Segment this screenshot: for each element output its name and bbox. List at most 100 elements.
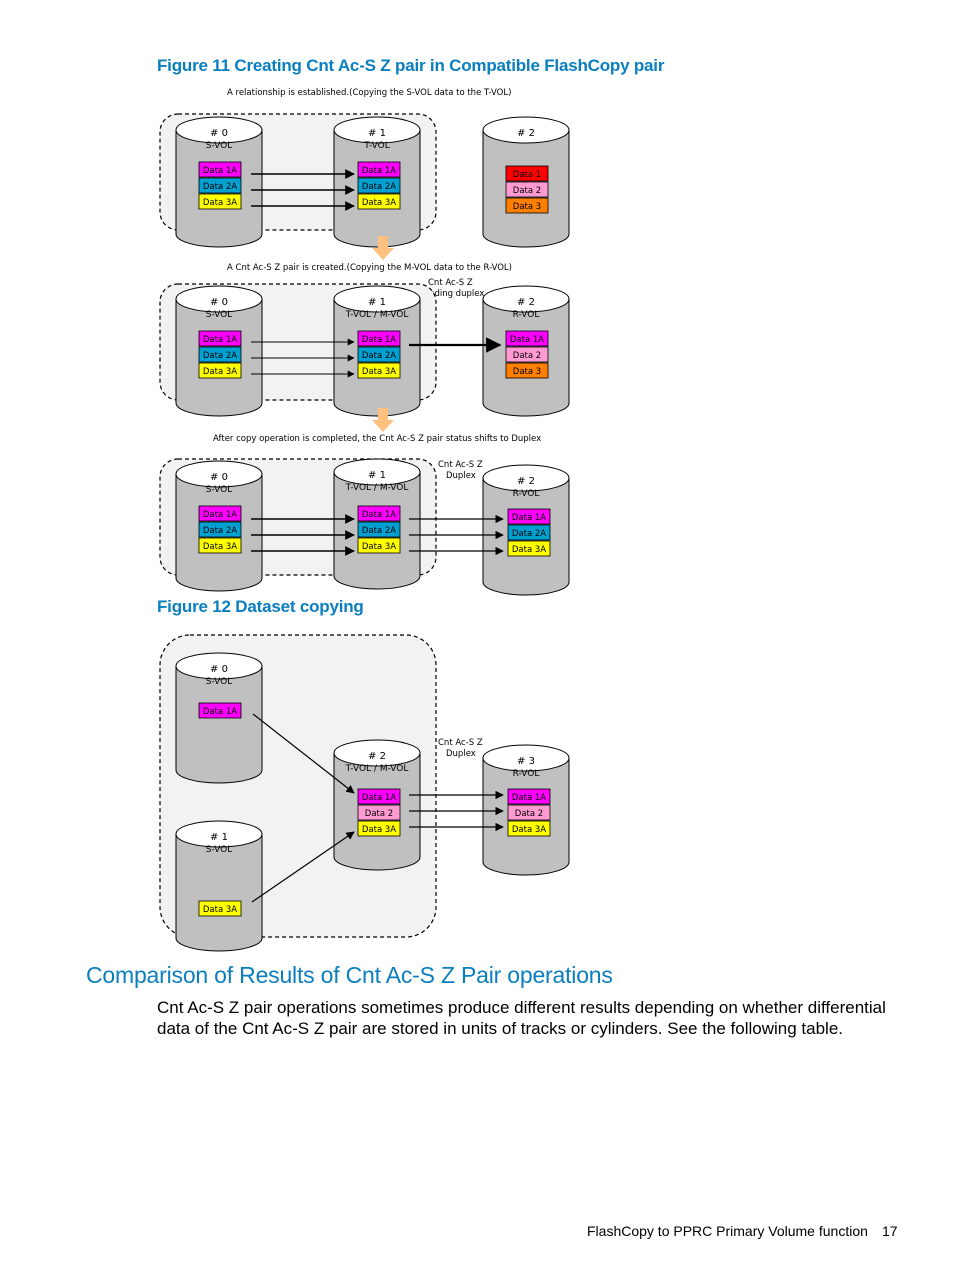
volume-number: # 1 bbox=[368, 297, 386, 308]
mvol-data-block bbox=[357, 362, 401, 379]
data-block-label: Data 3A bbox=[203, 198, 237, 208]
cylinder-body bbox=[175, 833, 263, 952]
copy-arrow-dataset bbox=[251, 831, 355, 903]
volume-number: # 3 bbox=[517, 756, 535, 767]
volume-number: # 2 bbox=[517, 476, 535, 487]
cylinder-top bbox=[482, 285, 570, 313]
volume-name: R-VOL bbox=[513, 769, 540, 779]
section-body: Cnt Ac-S Z pair operations sometimes pro… bbox=[157, 998, 886, 1038]
vol-1-svol: # 1S-VOL bbox=[175, 820, 263, 952]
vol2-old-data-block bbox=[505, 181, 549, 198]
data-block-label: Data 3A bbox=[203, 542, 237, 552]
data-block-label: Data 2 bbox=[515, 809, 543, 819]
page-number: 17 bbox=[882, 1223, 898, 1239]
vol2-old-data-block bbox=[505, 197, 549, 214]
data-block-label: Data 1A bbox=[512, 793, 546, 803]
copy-arrow-dataset bbox=[252, 713, 355, 794]
volume-name: S-VOL bbox=[206, 677, 233, 687]
footer-title: FlashCopy to PPRC Primary Volume functio… bbox=[587, 1223, 868, 1239]
volume-number: # 0 bbox=[210, 297, 228, 308]
volume-name: S-VOL bbox=[206, 141, 233, 151]
duplex-label: Duplex bbox=[446, 471, 476, 481]
volume-number: # 2 bbox=[517, 128, 535, 139]
duplex-label: Cnt Ac-S Z bbox=[438, 460, 483, 470]
data-block-label: Data 3A bbox=[362, 367, 396, 377]
rvol-data-block bbox=[507, 820, 551, 837]
data-block-label: Data 2A bbox=[362, 351, 396, 361]
cylinder-top bbox=[175, 116, 263, 144]
pending-duplex-label: Cnt Ac-S Z bbox=[428, 278, 473, 288]
data-block-label: Data 1A bbox=[362, 166, 396, 176]
data-block-label: Data 2A bbox=[512, 529, 546, 539]
mvol-data-block bbox=[357, 505, 401, 522]
cylinder-top bbox=[333, 739, 421, 767]
mvol-data-block bbox=[357, 330, 401, 347]
data-block-label: Data 3 bbox=[513, 202, 541, 212]
vol-0-svol: # 0 S-VOL bbox=[175, 652, 263, 784]
data-block-label: Data 2A bbox=[203, 182, 237, 192]
tvol-data-block bbox=[357, 177, 401, 194]
tvol-data-block bbox=[357, 161, 401, 178]
volume-name: S-VOL bbox=[206, 310, 233, 320]
svol-data-block bbox=[198, 537, 242, 554]
cylinder-body bbox=[175, 665, 263, 784]
rvol-data-block bbox=[507, 524, 551, 541]
rvol-data-block bbox=[505, 330, 549, 347]
data-block-label: Data 1A bbox=[362, 510, 396, 520]
svol-data-block bbox=[198, 346, 242, 363]
rvol-data-block bbox=[505, 362, 549, 379]
cylinder-top bbox=[333, 116, 421, 144]
data-block-label: Data 1A bbox=[203, 335, 237, 345]
svol-data-block bbox=[198, 521, 242, 538]
svol-data-block bbox=[198, 362, 242, 379]
data-block-label: Data 1A bbox=[510, 335, 544, 345]
volume-name: S-VOL bbox=[206, 485, 233, 495]
svol-data-block bbox=[198, 505, 242, 522]
svol-data-block bbox=[198, 161, 242, 178]
cylinder-top bbox=[175, 820, 263, 848]
data-block-label: Data 3A bbox=[362, 825, 396, 835]
cylinder-top bbox=[482, 744, 570, 772]
svol-data-block bbox=[198, 900, 242, 917]
mvol-data-block bbox=[357, 521, 401, 538]
volume-number: # 0 bbox=[210, 128, 228, 139]
data-block-label: Data 1A bbox=[203, 707, 237, 717]
data-block-label: Data 3A bbox=[512, 825, 546, 835]
vol2-old-data-block bbox=[505, 165, 549, 182]
volume-number: # 1 bbox=[368, 470, 386, 481]
step-3-note: After copy operation is completed, the C… bbox=[213, 434, 541, 444]
rvol-data-block bbox=[507, 540, 551, 557]
data-block-label: Data 3A bbox=[203, 367, 237, 377]
volume-name: T-VOL bbox=[363, 141, 390, 151]
step-2-to-3-arrow bbox=[372, 408, 394, 432]
rvol-data-block bbox=[507, 508, 551, 525]
svol-data-block bbox=[198, 702, 242, 719]
svol-data-block bbox=[198, 193, 242, 210]
volume-number: # 2 bbox=[517, 297, 535, 308]
mvol-data-block bbox=[357, 537, 401, 554]
rvol-data-block bbox=[507, 804, 551, 821]
data-block-label: Data 2 bbox=[513, 351, 541, 361]
cylinder-top bbox=[175, 285, 263, 313]
mvol-data-block bbox=[357, 788, 401, 805]
data-block-label: Data 2A bbox=[362, 526, 396, 536]
cylinder-top bbox=[175, 652, 263, 680]
data-block-label: Data 1A bbox=[362, 335, 396, 345]
volume-number: # 0 bbox=[210, 664, 228, 675]
volume-name: S-VOL bbox=[206, 845, 233, 855]
figure-12-caption: Figure 12 Dataset copying bbox=[157, 597, 364, 616]
data-block-label: Data 1A bbox=[203, 510, 237, 520]
data-block-label: Data 2A bbox=[362, 182, 396, 192]
data-block-label: Data 1A bbox=[203, 166, 237, 176]
cylinder-top bbox=[175, 460, 263, 488]
data-block-label: Data 3 bbox=[513, 367, 541, 377]
tvol-data-block bbox=[357, 193, 401, 210]
mvol-data-block bbox=[357, 346, 401, 363]
mvol-data-block bbox=[357, 820, 401, 837]
cylinder-top bbox=[333, 458, 421, 486]
volume-number: # 1 bbox=[368, 128, 386, 139]
volume-name: T-VOL / M-VOL bbox=[345, 483, 409, 493]
cylinder-top bbox=[333, 285, 421, 313]
data-block-label: Data 2A bbox=[203, 351, 237, 361]
